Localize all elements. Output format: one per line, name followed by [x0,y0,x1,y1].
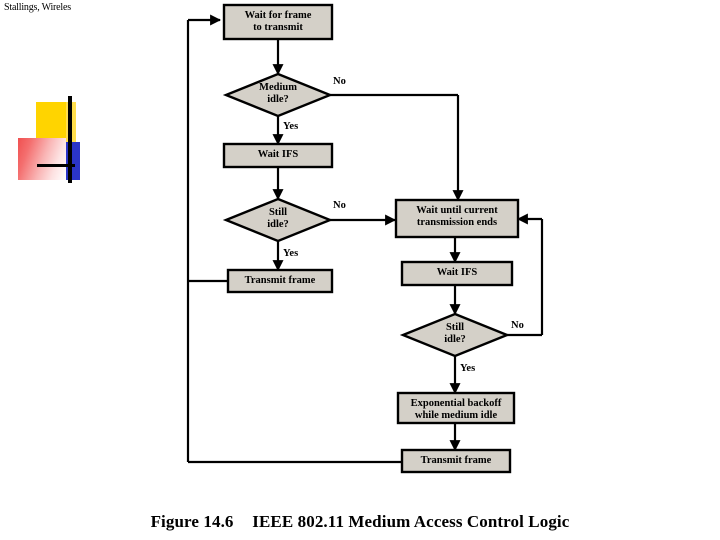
node-wait-ifs-2 [400,260,514,287]
node-transmit-frame-1 [226,268,334,294]
node-wait-until-current [394,198,520,239]
edge-label-medium-idle-no: No [333,76,346,87]
node-medium-idle [222,72,334,118]
edge-label-medium-idle-yes: Yes [283,121,299,132]
figure-caption: Figure 14.6 IEEE 802.11 Medium Access Co… [0,512,720,532]
edge-label-still-idle-1-yes: Yes [283,248,299,259]
logo-red-gradient-block [18,138,66,180]
node-wait-for-frame [222,3,334,41]
node-wait-ifs-1 [222,142,334,169]
figure-number: Figure 14.6 [150,512,234,531]
mondrian-logo [18,76,90,183]
edge-label-still-idle-2-yes: Yes [460,363,476,374]
logo-vertical-rule [68,96,72,183]
node-still-idle-2 [399,312,511,358]
node-transmit-frame-2 [400,448,512,474]
edge-label-still-idle-1-no: No [333,200,346,211]
logo-horizontal-rule [37,164,75,167]
figure-title: IEEE 802.11 Medium Access Control Logic [252,512,570,531]
slide-header-text: Stallings, Wireles [4,2,71,13]
edge-label-still-idle-2-no: No [511,320,524,331]
node-still-idle-1 [222,197,334,243]
node-exponential-backoff [396,391,516,425]
flow-connectors [186,14,544,464]
flow-nodes [222,3,520,474]
